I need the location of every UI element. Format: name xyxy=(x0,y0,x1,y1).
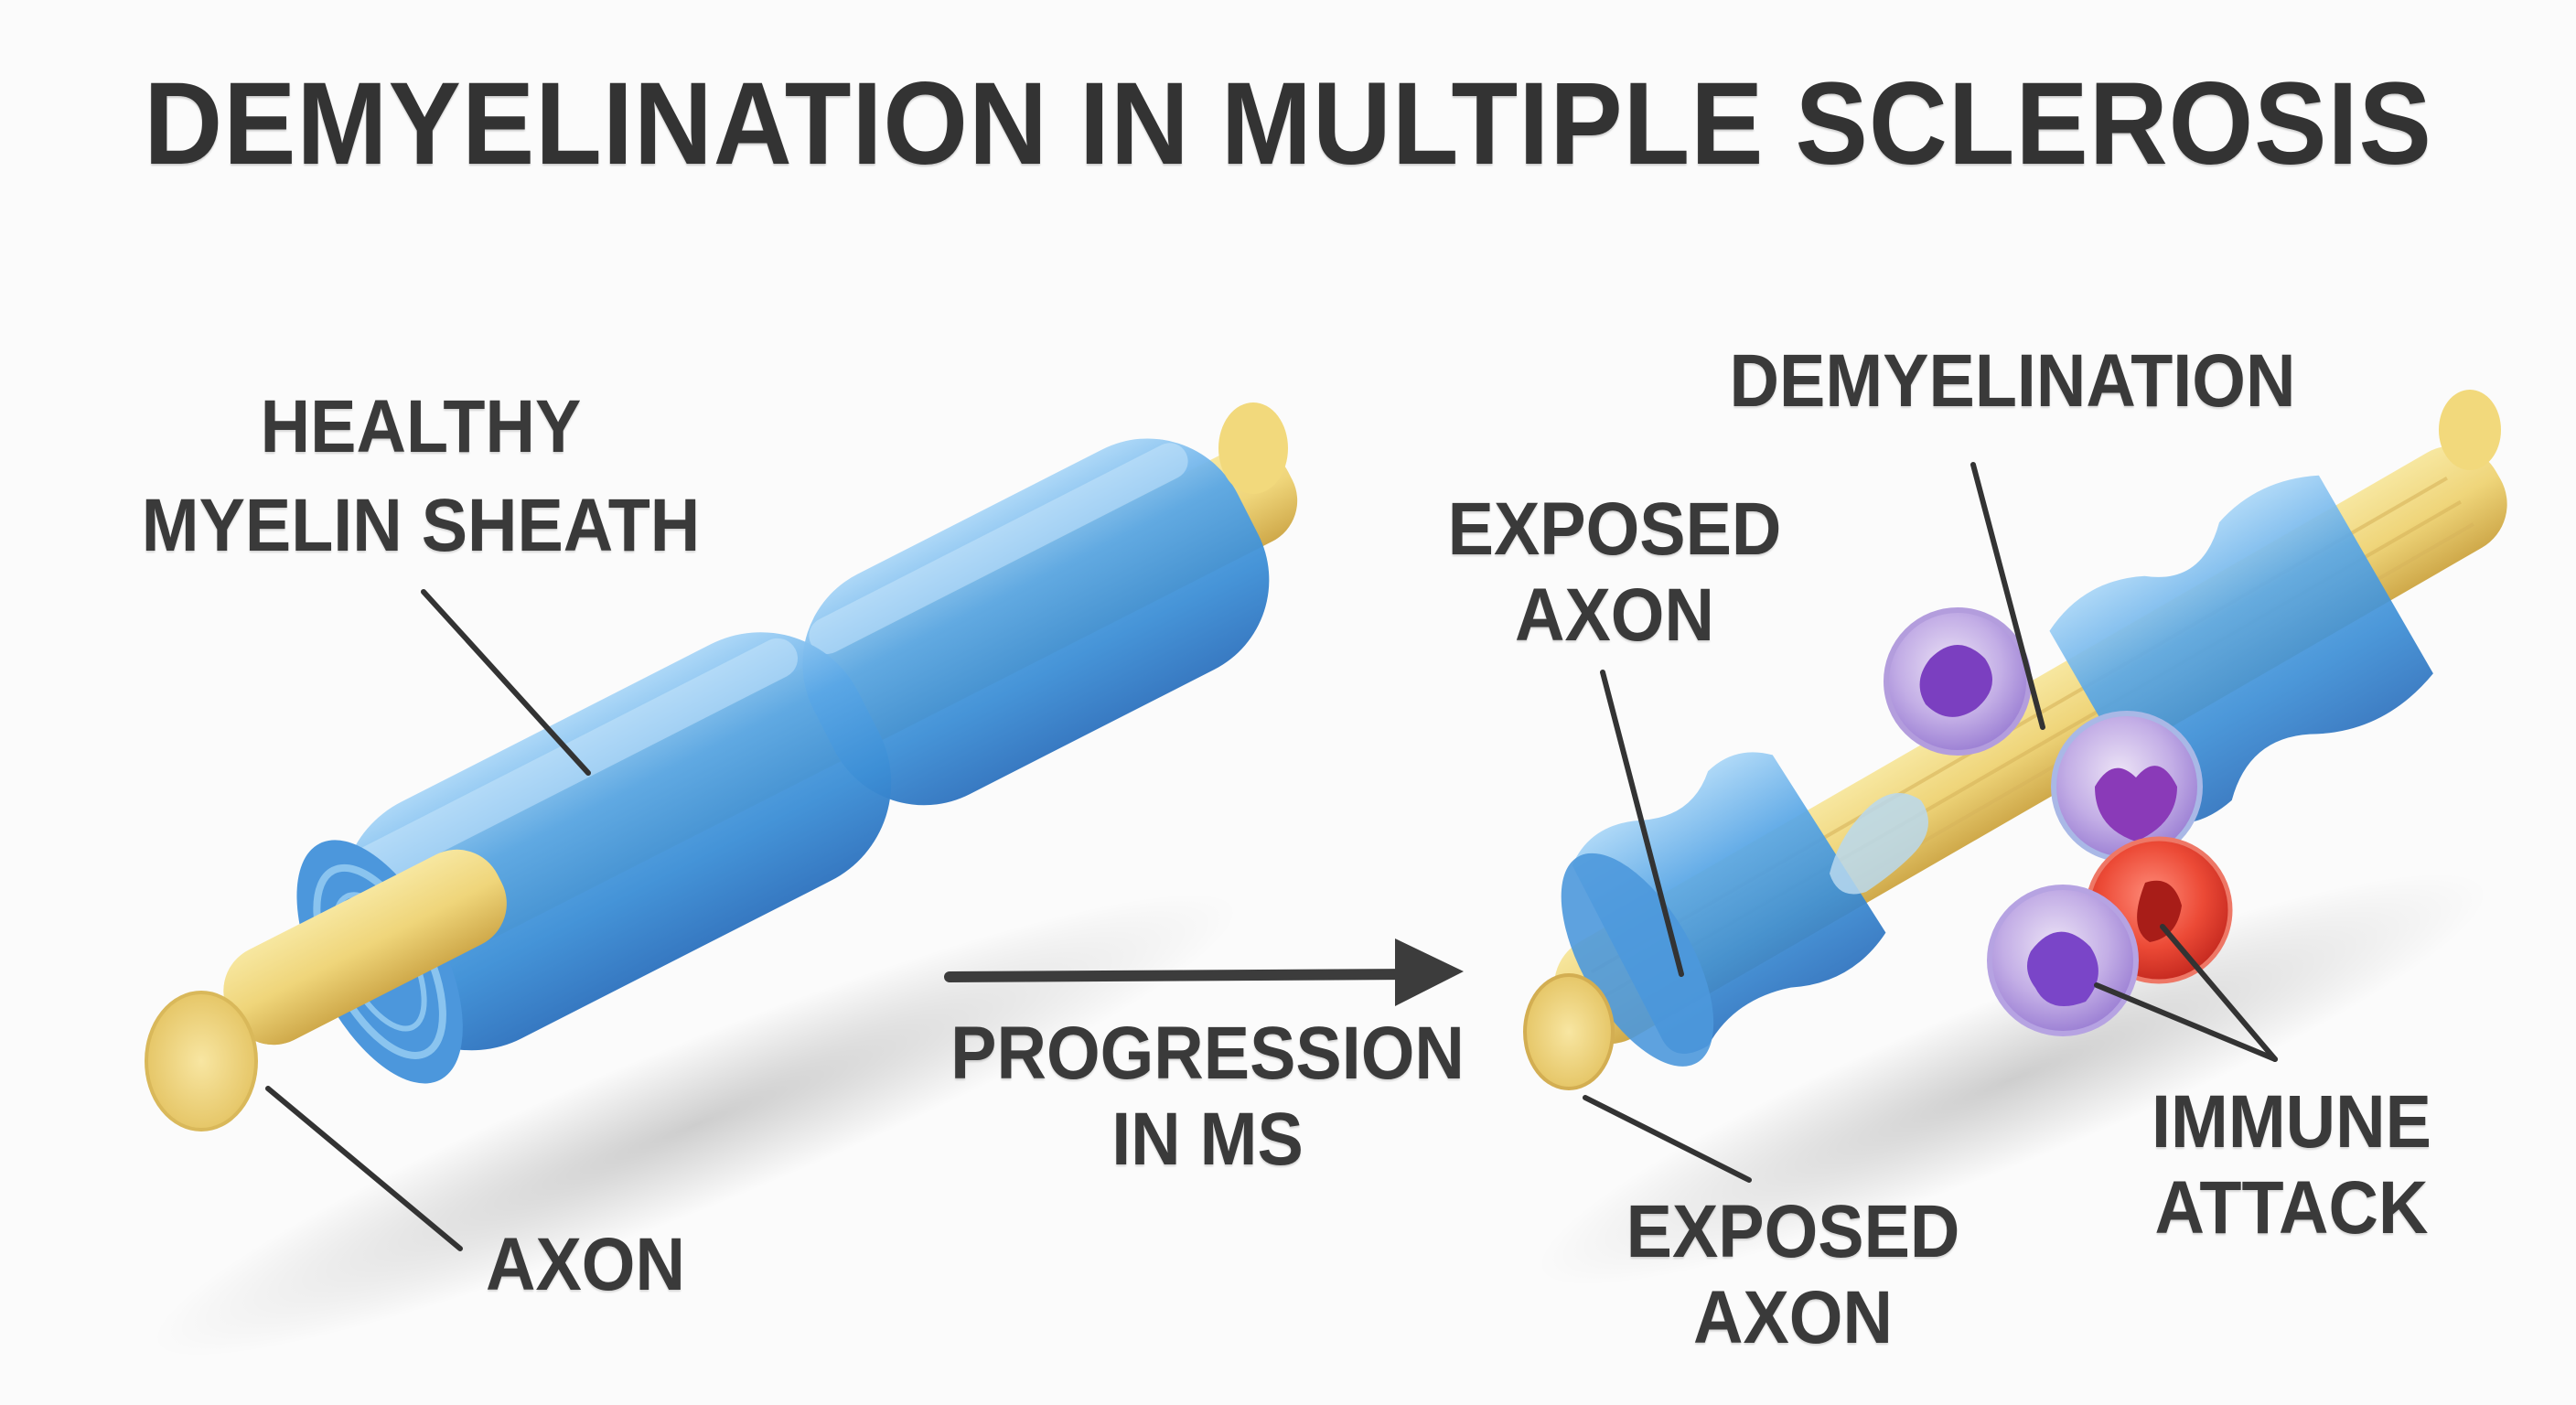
label-exposed-top-line2: AXON xyxy=(1515,574,1714,657)
myelin-segment-2 xyxy=(802,438,1270,806)
label-immune-line2: ATTACK xyxy=(2154,1166,2429,1249)
axon-cross-section xyxy=(1523,973,1615,1090)
leader-lines xyxy=(265,462,2278,1251)
label-axon: AXON xyxy=(486,1223,685,1306)
label-progression: PROGRESSION IN MS xyxy=(947,1011,1468,1183)
page-title: DEMYELINATION IN MULTIPLE SCLEROSIS xyxy=(144,59,2432,189)
damaged-nerve xyxy=(1523,390,2507,1286)
leader-exposed-bottom xyxy=(1583,1095,1752,1183)
damaged-myelin-front xyxy=(1561,752,1886,1067)
label-immune-attack: IMMUNE ATTACK xyxy=(2144,1079,2439,1251)
leader-axon xyxy=(265,1086,463,1251)
immune-cell-bottom xyxy=(1987,885,2139,1036)
immune-cell-top xyxy=(1884,607,2032,756)
label-immune-line1: IMMUNE xyxy=(2152,1080,2431,1164)
leader-myelin xyxy=(421,589,591,776)
label-progression-line2: IN MS xyxy=(1111,1098,1304,1181)
label-progression-line1: PROGRESSION xyxy=(950,1012,1465,1095)
label-exposed-top-line1: EXPOSED xyxy=(1447,488,1782,571)
label-healthy-line2: MYELIN SHEATH xyxy=(141,484,701,567)
right-arrow-icon xyxy=(944,938,1464,1006)
leader-immune-2 xyxy=(2160,924,2278,1062)
immune-cell-middle xyxy=(2051,711,2203,863)
leader-exposed-top xyxy=(1600,670,1684,977)
label-healthy-myelin: HEALTHY MYELIN SHEATH xyxy=(126,384,715,569)
label-exposed-axon-bottom: EXPOSED AXON xyxy=(1616,1189,1970,1361)
label-healthy-line1: HEALTHY xyxy=(260,385,582,468)
axon-cross-section xyxy=(145,991,258,1132)
myelin-debris xyxy=(1830,793,1928,895)
leader-demyelination xyxy=(1970,462,2045,730)
label-exposed-bottom-line2: AXON xyxy=(1693,1276,1893,1359)
label-exposed-bottom-line1: EXPOSED xyxy=(1626,1190,1960,1273)
label-exposed-axon-top: EXPOSED AXON xyxy=(1430,487,1800,659)
label-demyelination: DEMYELINATION xyxy=(1729,339,2296,423)
leader-immune-1 xyxy=(2094,982,2278,1062)
